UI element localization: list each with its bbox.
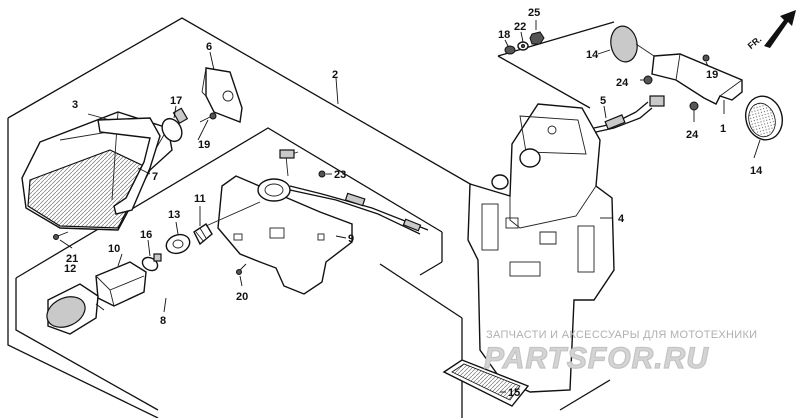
callout-25: 25 bbox=[528, 7, 540, 19]
screw-20 bbox=[236, 263, 247, 275]
front-direction-arrow: FR. bbox=[746, 10, 796, 51]
bulb-17 bbox=[161, 107, 189, 143]
lamp-case-10 bbox=[95, 261, 147, 307]
socket-11 bbox=[193, 201, 261, 246]
connector-5 bbox=[593, 95, 665, 133]
lamp-lens-8 bbox=[46, 283, 105, 335]
callout-17: 17 bbox=[170, 95, 182, 107]
direction-label: FR. bbox=[746, 34, 764, 51]
watermark-caption: ЗАПЧАСТИ И АКСЕССУАРЫ ДЛЯ МОТОТЕХНИКИ bbox=[486, 329, 757, 341]
callout-22: 22 bbox=[514, 21, 526, 33]
washer-22 bbox=[517, 41, 529, 51]
callout-16: 16 bbox=[140, 229, 152, 241]
wire-harness bbox=[279, 149, 429, 235]
callout-20: 20 bbox=[236, 291, 248, 303]
screw-19-left bbox=[199, 112, 217, 123]
callout-9: 9 bbox=[348, 233, 354, 245]
callout-24-upper: 24 bbox=[616, 77, 629, 89]
leader-lines bbox=[59, 20, 761, 393]
callout-21: 21 bbox=[66, 253, 78, 265]
callout-24-lower: 24 bbox=[686, 129, 699, 141]
watermark-logo: PARTSFOR.RU bbox=[484, 342, 709, 375]
nut-24-lower bbox=[689, 101, 699, 111]
callout-18: 18 bbox=[498, 29, 510, 41]
bulb-16 bbox=[141, 253, 162, 272]
rear-fender bbox=[467, 103, 615, 393]
reflector-bracket bbox=[201, 67, 243, 123]
callout-19-left: 19 bbox=[198, 139, 210, 151]
callout-6: 6 bbox=[206, 41, 212, 53]
turn-signal-bracket bbox=[651, 53, 743, 105]
nut-24-upper bbox=[643, 75, 653, 85]
callout-4: 4 bbox=[618, 213, 625, 225]
gasket-13 bbox=[165, 233, 191, 255]
callout-13: 13 bbox=[168, 209, 180, 221]
lens-cover-bracket bbox=[97, 117, 161, 215]
callout-14-lower: 14 bbox=[750, 165, 763, 177]
callout-7: 7 bbox=[152, 171, 158, 183]
callout-15: 15 bbox=[508, 387, 520, 399]
callout-14-upper: 14 bbox=[586, 49, 599, 61]
callout-11: 11 bbox=[194, 193, 206, 205]
callout-8: 8 bbox=[160, 315, 166, 327]
turn-signal-lower bbox=[745, 95, 783, 141]
callout-2: 2 bbox=[332, 69, 338, 81]
nut-25 bbox=[529, 31, 545, 45]
callout-10: 10 bbox=[108, 243, 120, 255]
callout-12: 12 bbox=[64, 263, 76, 275]
turn-signal-upper bbox=[610, 25, 655, 63]
screw-21 bbox=[53, 231, 69, 240]
callout-3: 3 bbox=[72, 99, 78, 111]
watermark: ЗАПЧАСТИ И АКСЕССУАРЫ ДЛЯ МОТОТЕХНИКИ PA… bbox=[483, 329, 757, 376]
screw-19-right bbox=[702, 54, 710, 62]
callout-23: 23 bbox=[334, 169, 346, 181]
callout-numbers: 1 2 3 4 5 6 7 8 9 10 11 12 13 14 14 15 1… bbox=[64, 7, 763, 399]
license-light-bracket bbox=[217, 175, 353, 295]
washer-18 bbox=[504, 45, 516, 55]
reflector-15 bbox=[442, 359, 530, 407]
callout-19-right: 19 bbox=[706, 69, 718, 81]
callout-1: 1 bbox=[720, 123, 726, 135]
nut-23 bbox=[318, 170, 326, 178]
callout-5: 5 bbox=[600, 95, 606, 107]
